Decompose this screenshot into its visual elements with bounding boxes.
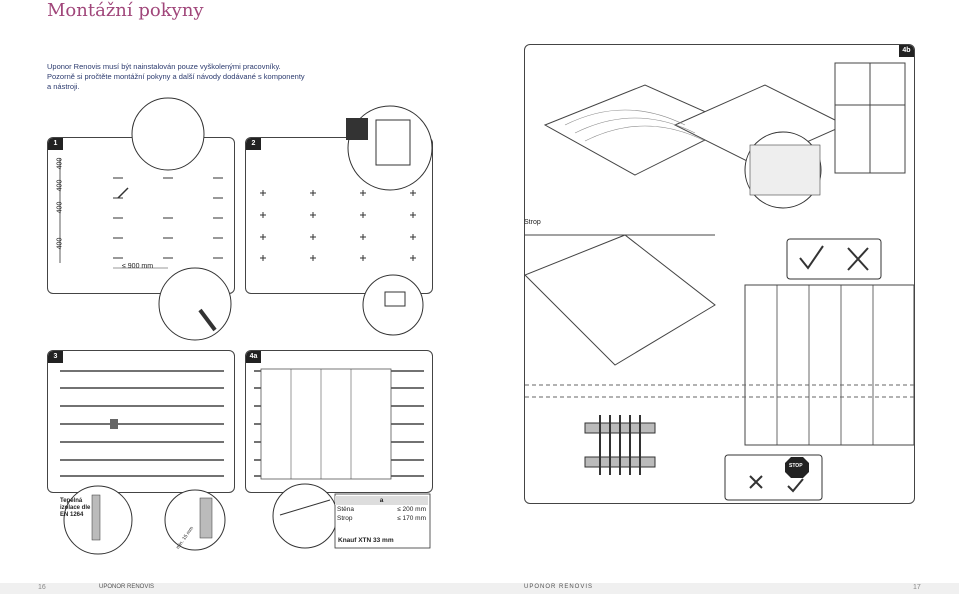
step2-panel: 2 [245, 137, 433, 294]
step4b-panel: 4b [524, 44, 915, 504]
step2-drawing [260, 190, 416, 261]
row-value: ≤ 170 mm [397, 515, 426, 522]
spacing-label: 400 [56, 157, 64, 170]
table-header: a [335, 496, 428, 505]
knauf-label: Knauf XTN 33 mm [338, 537, 394, 544]
row-value: ≤ 200 mm [397, 506, 426, 513]
step-number: 4b [899, 45, 914, 57]
step-number: 3 [48, 351, 63, 363]
row-name: Strop [337, 515, 353, 522]
step1-panel: 1 400 400 400 400 ≤ 900 mm [47, 137, 235, 294]
stop-sign-label: STOP [789, 463, 803, 469]
strop-label: Strop [524, 219, 541, 226]
spacing-table: a Stěna ≤ 200 mm Strop ≤ 170 mm [335, 496, 428, 523]
footer-bar [0, 583, 959, 594]
table-row: Stěna ≤ 200 mm [335, 505, 428, 514]
step1-drawing [59, 158, 223, 269]
intro-text: Uponor Renovis musí být nainstalován pou… [47, 62, 305, 91]
spacing-label: 400 [56, 179, 64, 192]
spacing-label: 400 [56, 201, 64, 214]
page-title: Montážní pokyny [47, 0, 204, 21]
page-number-left: 16 [38, 584, 46, 591]
step-number: 2 [246, 138, 261, 150]
table-row: Strop ≤ 170 mm [335, 514, 428, 523]
step-number: 4a [246, 351, 261, 363]
step4a-panel: 4a [245, 350, 433, 493]
step4b-drawing [525, 62, 914, 475]
min-distance-label: min. 15 mm [175, 525, 196, 551]
insulation-label: Tepelná izolace dle EN 1264 [60, 498, 91, 518]
row-name: Stěna [337, 506, 354, 513]
step4a-drawing [254, 368, 424, 480]
step3-panel: 3 [47, 350, 235, 493]
footer-brand-center: UPONOR RENOVIS [524, 584, 594, 590]
max-distance-label: ≤ 900 mm [122, 263, 154, 270]
step-number: 1 [48, 138, 63, 150]
spacing-label: 400 [56, 237, 64, 250]
step3-drawing [60, 370, 224, 477]
page-number-right: 17 [913, 584, 921, 591]
footer-brand-left: UPONOR RENOVIS [99, 584, 155, 590]
